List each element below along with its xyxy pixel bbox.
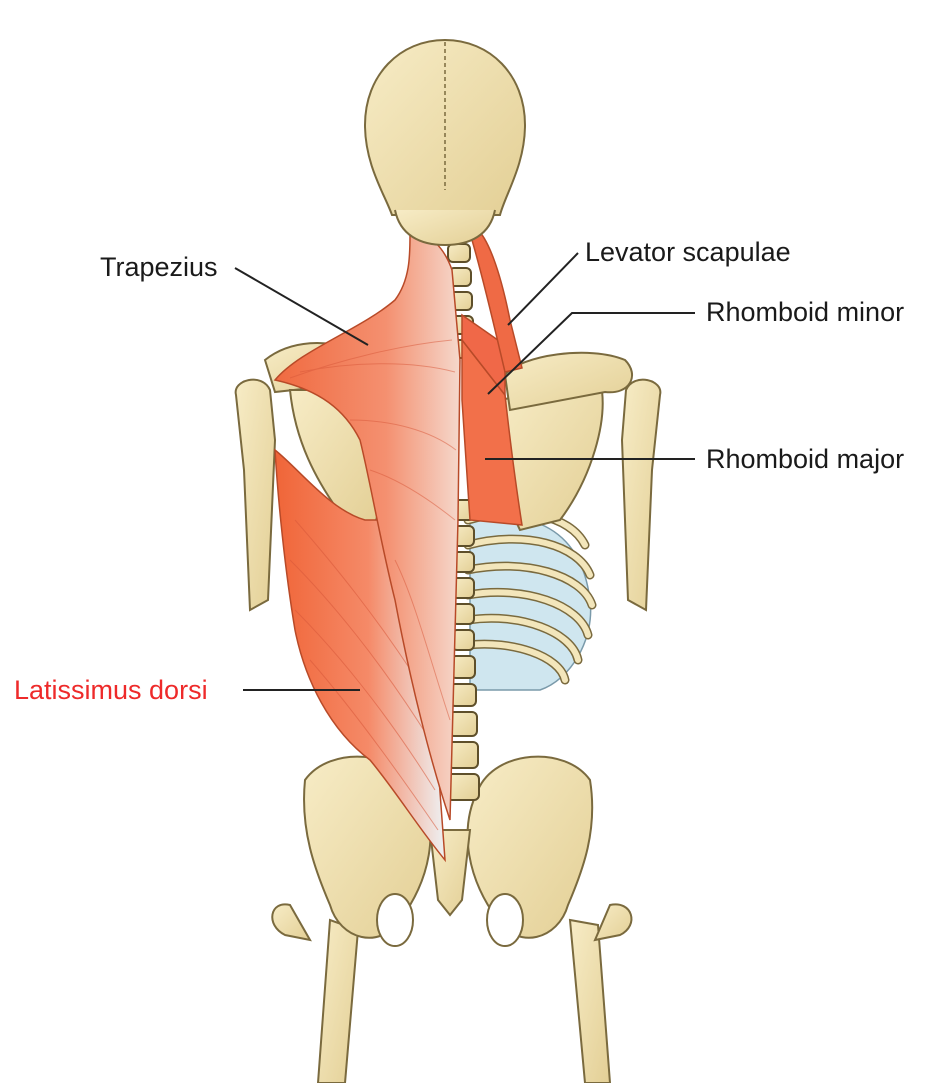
label-trapezius: Trapezius: [100, 252, 218, 282]
rhomboid-minor-muscle: [461, 313, 506, 398]
femurs: [271, 903, 633, 1083]
ribcage: [463, 508, 597, 691]
label-rhomboid-minor: Rhomboid minor: [706, 297, 905, 327]
label-rhomboid-major: Rhomboid major: [706, 444, 905, 474]
leader-line-levator-scapulae: [507, 252, 579, 326]
skull: [363, 38, 527, 247]
rhomboid-major-muscle: [461, 337, 523, 526]
levator-scapulae-muscle: [471, 226, 523, 373]
latissimus-fibers: [289, 519, 439, 831]
label-levator-scapulae: Levator scapulae: [585, 237, 791, 267]
leader-line-rhomboid-minor: [487, 312, 695, 395]
leader-line-trapezius: [234, 267, 369, 346]
humeri: [234, 378, 662, 612]
trapezius-muscle: [273, 233, 461, 821]
label-latissimus-dorsi: Latissimus dorsi: [14, 675, 208, 705]
trapezius-fibers: [289, 339, 457, 721]
leader-lines: [234, 252, 695, 691]
pelvis: [303, 755, 594, 947]
